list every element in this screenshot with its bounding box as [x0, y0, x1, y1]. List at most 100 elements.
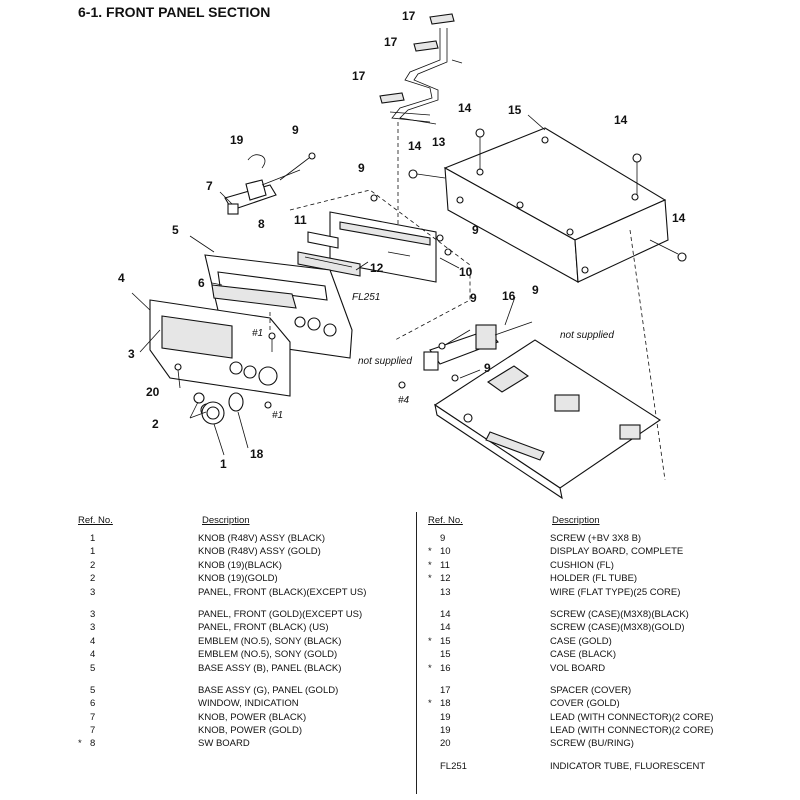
new-part-mark — [428, 586, 440, 599]
part-description: VOL BOARD — [550, 662, 606, 674]
parts-row: 5 BASE ASSY (G), PANEL (GOLD) — [78, 684, 408, 697]
part-description: LEAD (WITH CONNECTOR)(2 CORE) — [550, 725, 714, 737]
screw-1-b — [264, 401, 272, 409]
part-description: SCREW (CASE)(M3X8)(BLACK) — [550, 608, 689, 620]
part-description: CASE (GOLD) — [550, 635, 612, 647]
new-part-mark — [78, 635, 90, 648]
parts-row: 3 PANEL, FRONT (BLACK)(EXCEPT US) — [78, 586, 408, 599]
callout-1: 1 — [220, 457, 227, 471]
parts-list-header: Ref. No. Description — [428, 514, 728, 532]
ref-no: FL251 — [440, 760, 467, 772]
parts-row: 7 KNOB, POWER (BLACK) — [78, 711, 408, 724]
part-description: KNOB, POWER (BLACK) — [198, 711, 307, 723]
part-description: PANEL, FRONT (BLACK) (US) — [198, 622, 329, 634]
callout-screw-1-b: #1 — [272, 410, 283, 421]
new-part-mark — [428, 684, 440, 697]
cover-18 — [228, 392, 244, 412]
part-description: DISPLAY BOARD, COMPLETE — [550, 546, 684, 558]
ref-no: 7 — [90, 725, 96, 737]
ref-no: 14 — [440, 622, 451, 634]
part-description: KNOB (R48V) ASSY (GOLD) — [198, 546, 321, 558]
header-description: Description — [202, 515, 250, 526]
new-part-mark: * — [428, 635, 432, 647]
ref-no: 5 — [90, 684, 96, 696]
row-group-gap — [78, 675, 408, 684]
callout-2: 2 — [152, 417, 159, 431]
callout-screw-1-a: #1 — [252, 328, 263, 339]
new-part-mark: * — [428, 698, 432, 710]
callout-19: 19 — [230, 133, 244, 147]
window-6 — [211, 284, 297, 309]
callout-9-top: 9 — [292, 123, 299, 137]
part-description: WIRE (FLAT TYPE)(25 CORE) — [550, 586, 681, 598]
new-part-mark — [428, 724, 440, 737]
new-part-mark — [78, 662, 90, 675]
row-group-gap — [428, 751, 728, 760]
callout-4: 4 — [118, 271, 125, 285]
new-part-mark — [428, 648, 440, 661]
parts-row: 13 WIRE (FLAT TYPE)(25 CORE) — [428, 586, 728, 599]
callout-15: 15 — [508, 103, 522, 117]
emblem-4 — [131, 292, 153, 313]
spacer-17-top — [429, 13, 455, 25]
vol-board-16 — [423, 321, 533, 371]
ref-no: 15 — [440, 649, 451, 661]
callout-11: 11 — [294, 213, 307, 227]
new-part-mark — [78, 684, 90, 697]
ref-no: 7 — [90, 711, 96, 723]
new-part-mark: * — [428, 573, 432, 585]
callout-18: 18 — [250, 447, 264, 461]
ref-no: 12 — [440, 573, 451, 585]
new-part-mark — [78, 724, 90, 737]
callout-9-vol-b: 9 — [532, 283, 539, 297]
header-ref-no: Ref. No. — [428, 515, 463, 526]
ref-no: 2 — [90, 573, 96, 585]
callout-16: 16 — [502, 289, 516, 303]
part-description: HOLDER (FL TUBE) — [550, 573, 638, 585]
new-part-mark — [78, 559, 90, 572]
new-part-mark: * — [428, 559, 432, 571]
new-part-mark — [428, 621, 440, 634]
screw-20 — [174, 363, 182, 371]
screw-1-a — [268, 332, 276, 352]
screw-14-c — [408, 169, 446, 179]
knob-1 — [201, 401, 225, 425]
ref-no: 3 — [90, 586, 96, 598]
case-15 — [443, 127, 669, 481]
new-part-mark — [78, 648, 90, 661]
callout-fl251: FL251 — [352, 292, 380, 303]
ref-no: 6 — [90, 698, 96, 710]
callout-20: 20 — [146, 385, 160, 399]
part-description: BASE ASSY (G), PANEL (GOLD) — [198, 684, 339, 696]
ref-no: 14 — [440, 608, 451, 620]
ref-no: 4 — [90, 635, 96, 647]
parts-row: * 12 HOLDER (FL TUBE) — [428, 572, 728, 585]
row-group-gap — [428, 599, 728, 608]
ref-no: 4 — [90, 649, 96, 661]
chassis — [433, 339, 661, 500]
power-knob-7 — [227, 203, 239, 215]
ref-no: 10 — [440, 546, 451, 558]
callout-7: 7 — [206, 179, 213, 193]
new-part-mark — [78, 532, 90, 545]
callout-14-b: 14 — [614, 113, 628, 127]
lead-19 — [247, 154, 266, 169]
ref-no: 3 — [90, 622, 96, 634]
header-description: Description — [552, 515, 600, 526]
new-part-mark: * — [78, 738, 82, 750]
ref-no: 13 — [440, 586, 451, 598]
part-description: PANEL, FRONT (BLACK)(EXCEPT US) — [198, 586, 367, 598]
